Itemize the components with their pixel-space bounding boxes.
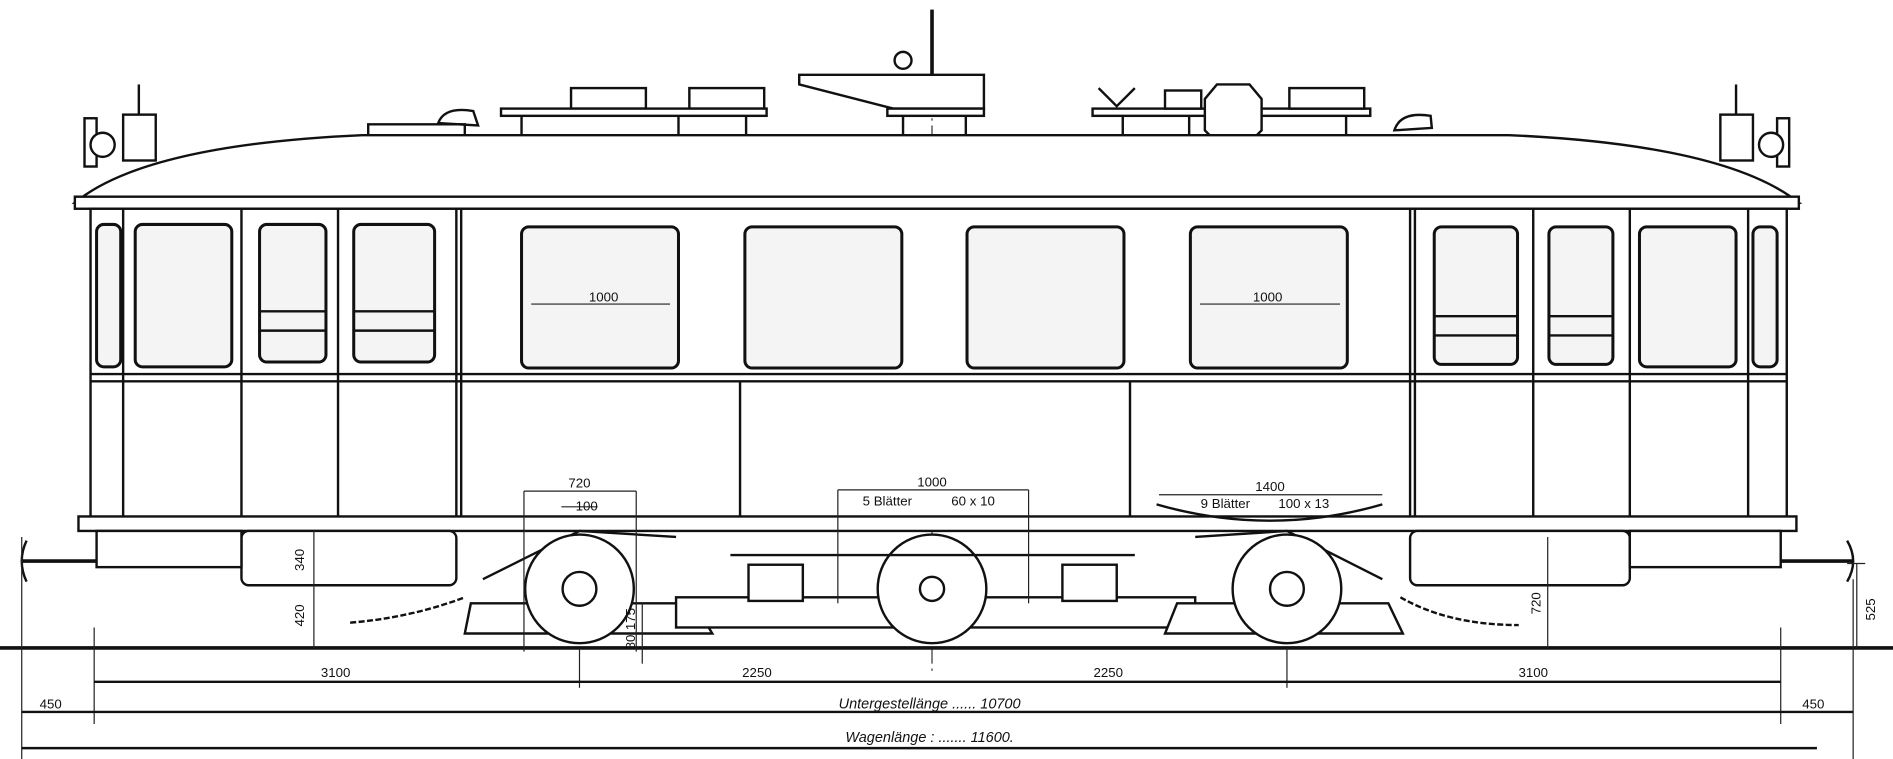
running-gear bbox=[463, 503, 1405, 645]
windows: 1000 1000 bbox=[95, 222, 1779, 370]
underframe-length-label: Untergestellänge bbox=[839, 696, 948, 712]
window-width-label: 1000 bbox=[1253, 290, 1283, 305]
step-height-dim: 340 bbox=[292, 549, 307, 571]
coupler-left bbox=[20, 540, 97, 583]
spring-dimensions: 720 100 1000 5 Blätter 60 x 10 1400 9 Bl… bbox=[523, 474, 1383, 652]
passenger-window bbox=[743, 225, 904, 370]
door-window bbox=[258, 222, 328, 364]
step-box-right bbox=[1408, 529, 1632, 587]
car-length-label: Wagenlänge : bbox=[845, 730, 934, 746]
wheelbase-dim: 2250 bbox=[1094, 665, 1124, 680]
wheelbase-dim: 2250 bbox=[742, 665, 772, 680]
center-spring-length: 1000 bbox=[917, 474, 947, 489]
door-window bbox=[1547, 225, 1615, 366]
center-spring-leaves: 5 Blätter bbox=[863, 494, 913, 509]
window-width-label: 1000 bbox=[589, 290, 619, 305]
rear-step-dim: 720 bbox=[1528, 592, 1543, 614]
rear-spring-leaves: 9 Blätter bbox=[1201, 496, 1251, 511]
vertical-dimensions: 340 420 175 80 720 525 bbox=[292, 530, 1878, 664]
end-window bbox=[95, 222, 123, 369]
coupler-right bbox=[1780, 539, 1855, 583]
horizontal-dimensions: 3100 2250 2250 3100 450 450 Untergestell… bbox=[21, 536, 1854, 759]
front-spring-width: 100 bbox=[576, 498, 598, 513]
roof bbox=[71, 133, 1803, 204]
axle-box bbox=[918, 575, 946, 603]
chain-left bbox=[350, 596, 466, 624]
rear-spring-section: 100 x 13 bbox=[1278, 496, 1329, 511]
frame-dim-80: 80 bbox=[623, 635, 638, 650]
underframe-length-value: 10700 bbox=[980, 696, 1020, 712]
overhang-left-dim: 450 bbox=[40, 696, 62, 711]
passenger-window bbox=[1188, 225, 1349, 370]
end-window bbox=[133, 222, 234, 369]
headlamp-left bbox=[83, 84, 157, 168]
headlamp-right bbox=[1719, 84, 1791, 168]
pantograph bbox=[798, 9, 986, 151]
roof-equipment bbox=[367, 9, 1434, 182]
passenger-window bbox=[965, 225, 1126, 370]
door-window bbox=[352, 222, 437, 364]
underframe-length: Untergestellänge ...... 10700 bbox=[839, 696, 1021, 712]
frame-dim-175: 175 bbox=[623, 608, 638, 630]
wheelbase-dim: 3100 bbox=[321, 665, 351, 680]
door-window bbox=[1432, 225, 1520, 366]
axle-box bbox=[561, 570, 598, 607]
rear-spring-length: 1400 bbox=[1255, 479, 1285, 494]
underframe-length-dots: ...... bbox=[952, 696, 976, 712]
wheelbase-dim: 3100 bbox=[1518, 665, 1548, 680]
end-window bbox=[1751, 225, 1779, 369]
axle-box bbox=[1268, 570, 1306, 607]
roof-rim bbox=[73, 195, 1801, 210]
car-length: Wagenlänge : ....... 11600. bbox=[845, 730, 1013, 746]
end-window bbox=[1637, 225, 1738, 369]
roof-resistor-octagon bbox=[1203, 83, 1263, 144]
coupler-height-dim: 525 bbox=[1863, 598, 1878, 620]
front-spring-length: 720 bbox=[568, 476, 590, 491]
center-spring-section: 60 x 10 bbox=[951, 494, 995, 509]
car-length-value: 11600. bbox=[971, 730, 1014, 746]
step-to-rail-dim: 420 bbox=[292, 604, 307, 626]
chain-right bbox=[1399, 596, 1519, 627]
overhang-right-dim: 450 bbox=[1802, 696, 1824, 711]
step-box-left bbox=[240, 529, 458, 587]
car-length-dots: ....... bbox=[938, 730, 966, 746]
passenger-window bbox=[520, 225, 680, 370]
